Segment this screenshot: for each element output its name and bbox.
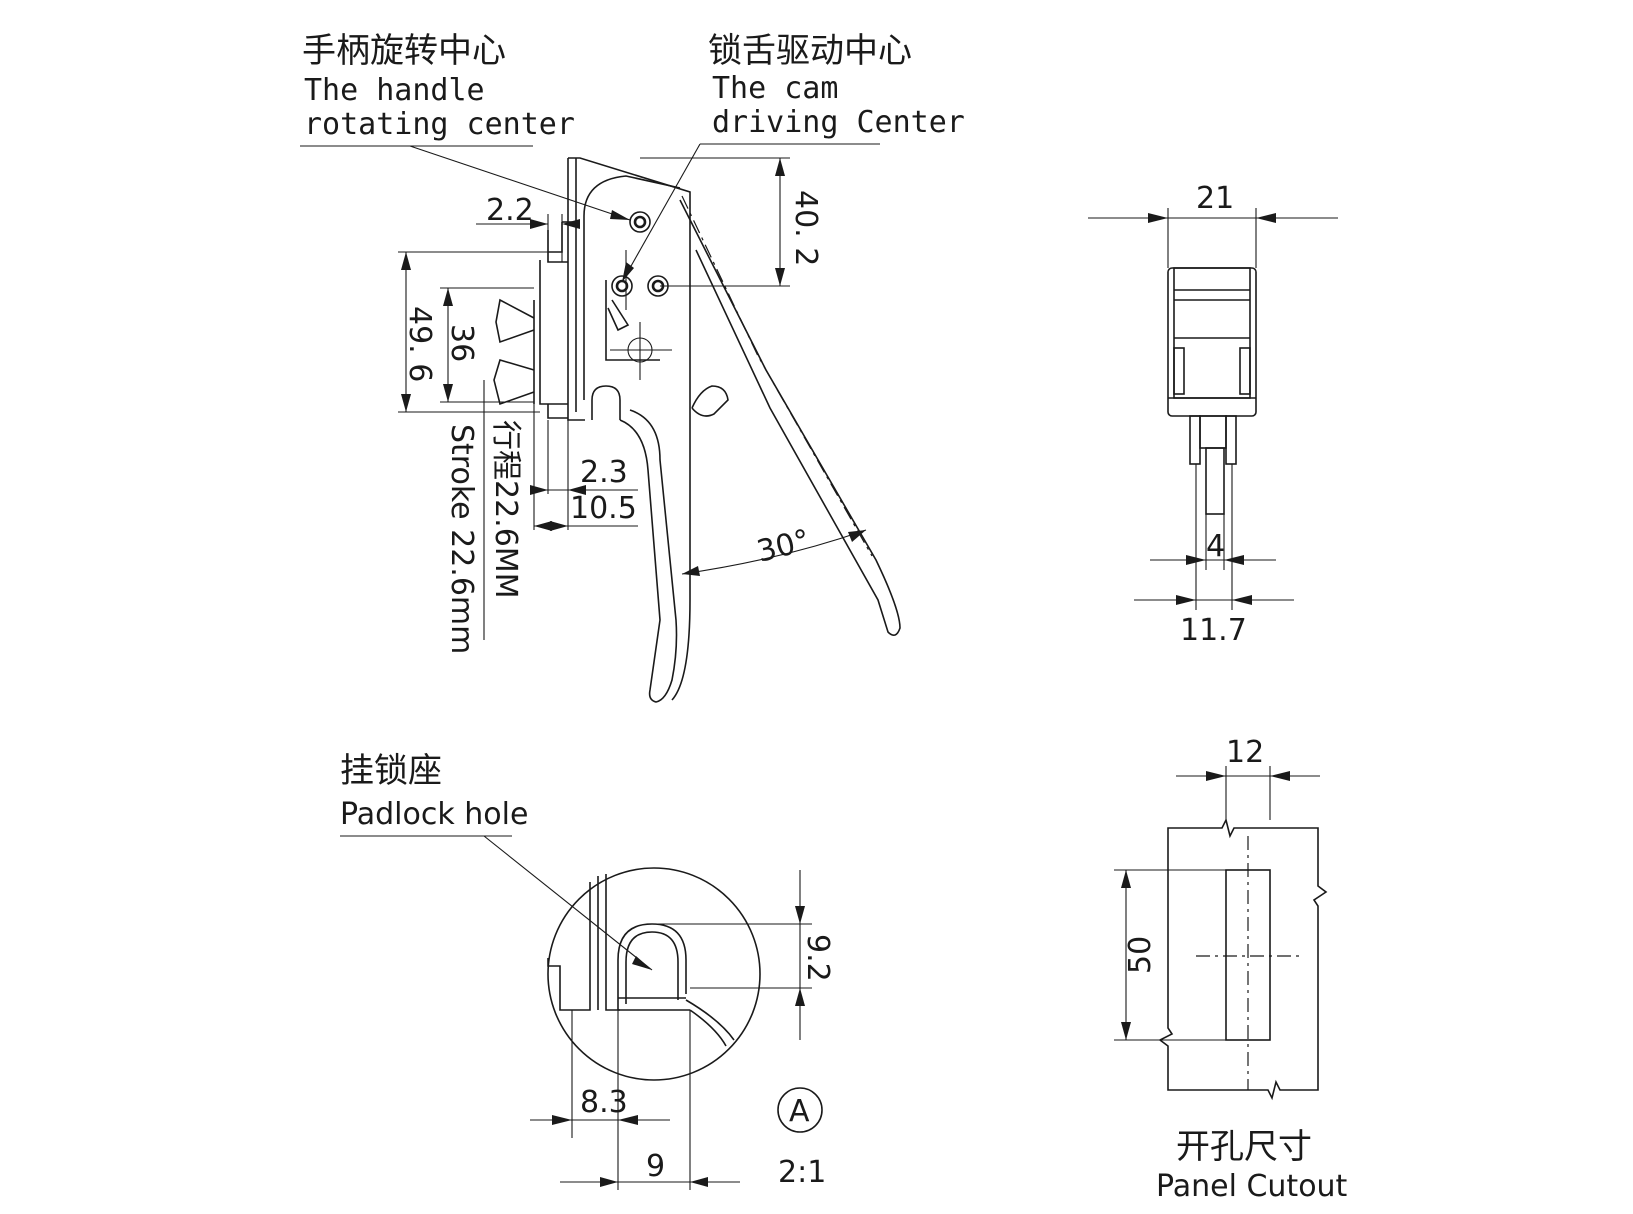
detail-scale: 2:1 (778, 1155, 826, 1190)
panel-cutout-view: 12 50 开孔尺寸 Panel Cutout (1114, 735, 1348, 1204)
cam-center-label-en-2: driving Center (712, 105, 965, 140)
stroke-label-cn: 行程22.6MM (488, 420, 523, 599)
cutout-label-en: Panel Cutout (1156, 1169, 1348, 1204)
stroke-label-en: Stroke 22.6mm (444, 424, 479, 654)
dim-4: 4 (1206, 529, 1225, 564)
dim-9-2: 9.2 (800, 934, 835, 982)
dim-21: 21 (1196, 181, 1234, 216)
dim-49-6: 49. 6 (402, 306, 437, 382)
cutout-label-cn: 开孔尺寸 (1176, 1127, 1312, 1167)
dim-9: 9 (646, 1149, 665, 1184)
dim-36: 36 (444, 324, 479, 362)
handle-center-label-en-2: rotating center (304, 107, 575, 142)
angle-30: 30° (753, 523, 813, 570)
dim-12: 12 (1226, 735, 1264, 770)
detail-a-view: 挂锁座 Padlock hole 9.2 8.3 9 (340, 751, 835, 1190)
front-view: 21 4 11.7 (1088, 181, 1338, 648)
padlock-label-en: Padlock hole (340, 797, 528, 832)
padlock-label-cn: 挂锁座 (340, 751, 442, 791)
dim-40-2: 40. 2 (788, 190, 823, 266)
cam-center-label-cn: 锁舌驱动中心 (708, 31, 912, 71)
main-side-view: 手柄旋转中心 The handle rotating center 锁舌驱动中心… (300, 31, 965, 703)
dim-50: 50 (1123, 936, 1158, 974)
cam-center-label-en-1: The cam (712, 71, 838, 106)
detail-a-mark: A (789, 1094, 810, 1129)
dim-2-3: 2.3 (580, 455, 628, 490)
dim-2-2: 2.2 (486, 193, 534, 228)
dim-10-5: 10.5 (570, 491, 637, 526)
handle-center-label-cn: 手柄旋转中心 (302, 31, 506, 71)
handle-center-label-en-1: The handle (304, 73, 485, 108)
detail-a-marker (777, 1087, 823, 1133)
dim-8-3: 8.3 (580, 1085, 628, 1120)
dim-11-7: 11.7 (1180, 613, 1247, 648)
